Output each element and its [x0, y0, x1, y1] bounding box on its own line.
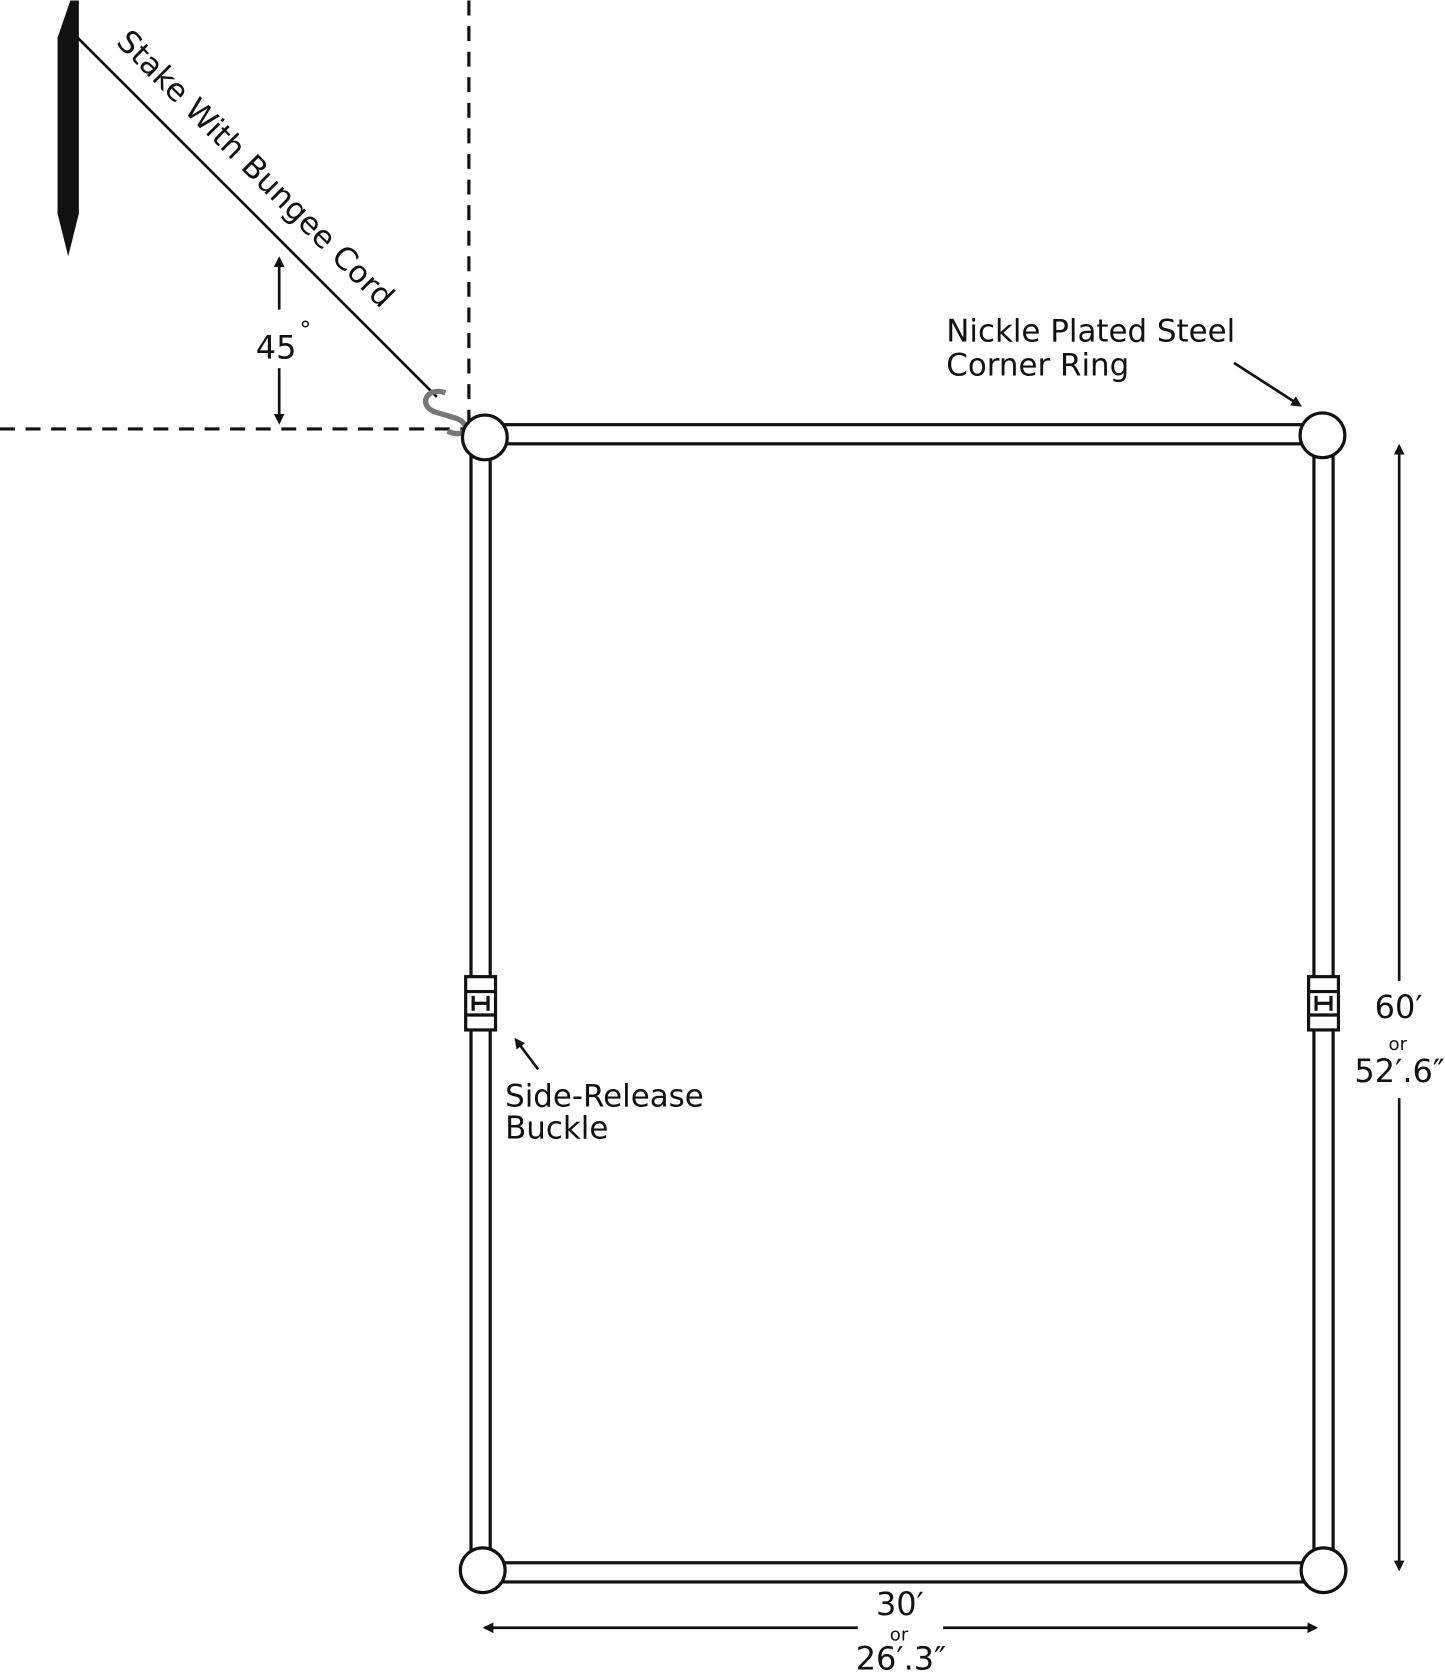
corner-ring-label-line1: Nickle Plated Steel — [946, 314, 1235, 350]
buckle-label-line2: Buckle — [505, 1111, 608, 1147]
side-release-buckle-icon — [464, 975, 498, 1032]
length-primary: 60′ — [1375, 988, 1423, 1026]
corner-ring-label-line2: Corner Ring — [946, 348, 1129, 384]
length-alt: 52′.6″ — [1354, 1052, 1444, 1090]
buckle-label-line1: Side-Release — [505, 1079, 704, 1115]
width-alt: 26′.3″ — [856, 1639, 946, 1672]
length-or: or — [1389, 1034, 1408, 1055]
boundary-frame — [469, 423, 1335, 1584]
width-or: or — [890, 1625, 909, 1646]
angle-degree: ° — [299, 315, 311, 343]
s-hook-icon — [423, 388, 468, 437]
width-primary: 30′ — [876, 1585, 924, 1623]
corner-ring-pointer-arrow — [1233, 361, 1302, 407]
side-release-buckle-icon — [1307, 975, 1341, 1032]
stake-icon — [57, 0, 79, 257]
corner-ring-icon — [458, 411, 1348, 1595]
bungee-cord — [73, 33, 438, 398]
angle-label: 45 — [256, 329, 297, 367]
stake-label: Stake With Bungee Cord — [109, 23, 401, 315]
buckle-pointer-arrow — [514, 1037, 540, 1071]
